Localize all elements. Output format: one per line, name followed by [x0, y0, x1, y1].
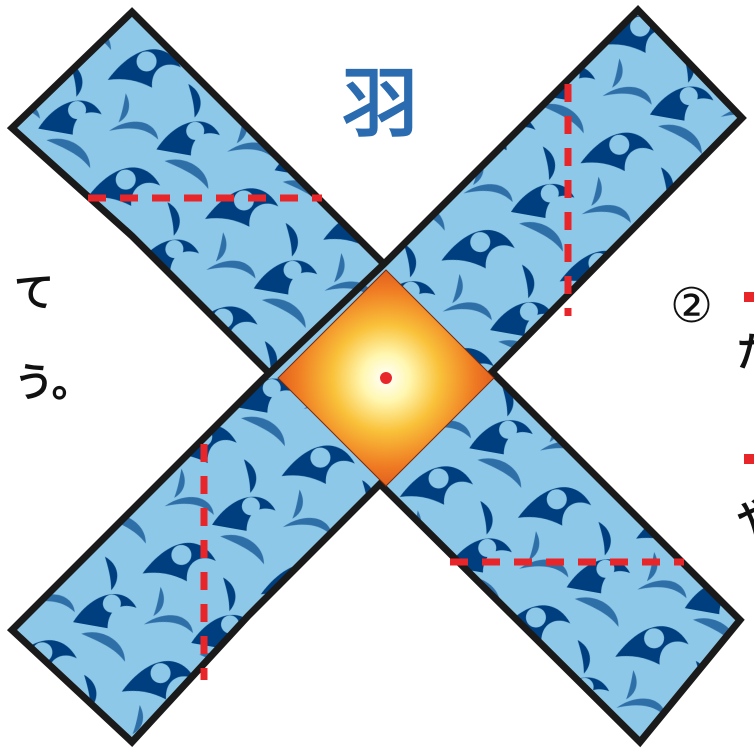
step-number: ② [670, 278, 713, 334]
center-pin-dot [380, 372, 392, 384]
step-red-mark-2 [744, 454, 754, 464]
left-text-line2: う。 [14, 360, 92, 406]
step-line1-fragment: た [736, 330, 754, 376]
left-text-line1: て [14, 270, 54, 316]
title-text: 羽 [342, 59, 418, 148]
step-line2-fragment: や [736, 496, 754, 542]
step-red-mark-1 [744, 292, 754, 302]
